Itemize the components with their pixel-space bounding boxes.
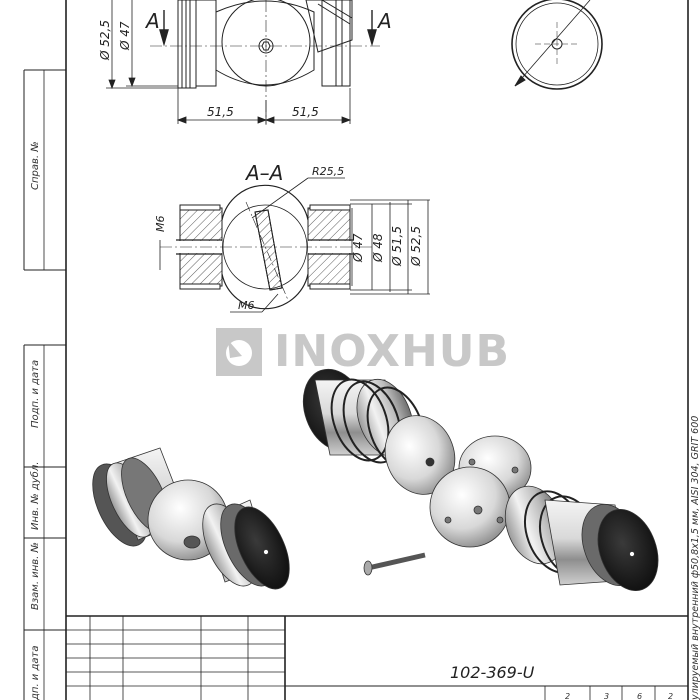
front-view [150, 0, 380, 125]
watermark-text: INOXHUB [274, 326, 511, 377]
dim-radius: R25,5 [312, 165, 344, 178]
cut-mark-right: A [376, 9, 392, 33]
iso-assembled [92, 447, 290, 590]
cut-mark-left: A [144, 9, 160, 33]
inoxhub-logo-icon [216, 328, 262, 376]
sheet-frame [23, 0, 689, 700]
dim-length-left: 51,5 [207, 105, 234, 119]
dim-outer-diameter: Ø 52,5 [98, 20, 112, 61]
section-label: A–A [244, 161, 283, 185]
dim-d515: Ø 51,5 [390, 226, 404, 267]
dim-thread-left: M6 [154, 216, 167, 233]
title-block [66, 615, 688, 700]
dim-d525: Ø 52,5 [409, 226, 423, 267]
section-dim-lines [159, 199, 430, 295]
dim-inner-diameter: Ø 47 [118, 21, 132, 51]
section-view [160, 177, 372, 313]
dim-d48: Ø 48 [371, 233, 385, 263]
side-view [511, 0, 603, 90]
dim-thread-bottom: M6 [238, 299, 255, 312]
iso-exploded [302, 368, 659, 592]
watermark: INOXHUB [212, 326, 509, 378]
dim-length-right: 51,5 [292, 105, 319, 119]
cut-arrows [159, 10, 377, 47]
dim-d47: Ø 47 [351, 233, 365, 263]
front-view-dimensions [106, 0, 352, 124]
